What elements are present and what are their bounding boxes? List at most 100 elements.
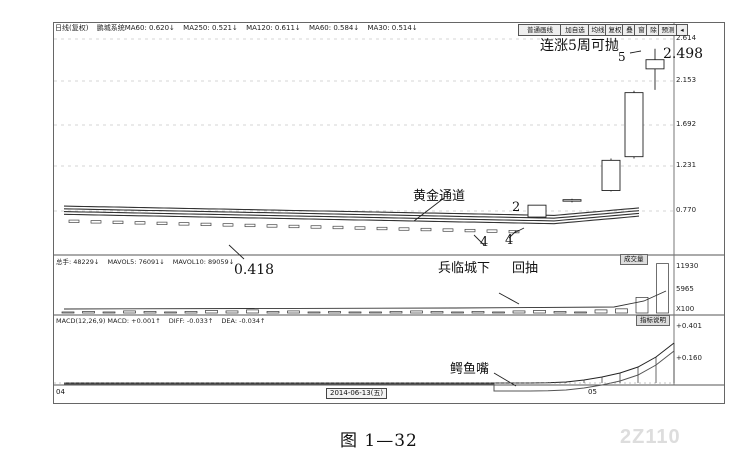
- volume-bar: [266, 311, 280, 314]
- speaker-icon[interactable]: ◂: [676, 24, 688, 36]
- annotation-2: 2: [512, 200, 521, 215]
- macd-item: DEA: -0.034↑: [221, 317, 266, 325]
- y-tick: 1.231: [676, 161, 697, 169]
- forecast-button[interactable]: 预测: [658, 24, 678, 36]
- small-candle: [442, 228, 454, 232]
- date-label: 2014-06-13(五): [326, 388, 388, 399]
- ma-item: MA120: 0.611↓: [246, 24, 301, 32]
- volume-bar: [451, 311, 464, 314]
- small-candle: [354, 226, 366, 230]
- volume-bar: [410, 310, 423, 314]
- draw-line-button[interactable]: 普通画线: [518, 24, 562, 36]
- small-candle: [244, 223, 256, 228]
- small-candle: [156, 221, 168, 225]
- annotation-sell: 连涨5周可抛: [540, 38, 619, 54]
- ma-line: [63, 208, 640, 219]
- volume-bar: [102, 311, 116, 314]
- y-tick: +0.160: [676, 354, 702, 362]
- small-candle: [376, 226, 388, 231]
- macd-tag[interactable]: 指标说明: [636, 315, 670, 326]
- volume-bar: [594, 309, 608, 314]
- chart-title: 日线(复权): [55, 24, 89, 32]
- vol-item: MAVOL5: 76091↓: [107, 258, 165, 266]
- annotation-4a: 4: [480, 235, 489, 250]
- macd-item: MACD(12,26,9) MACD: +0.001↑: [56, 317, 161, 325]
- candle-body: [562, 199, 582, 202]
- y-tick: 0.770: [676, 206, 697, 214]
- small-candle: [178, 222, 190, 226]
- ma-item: MA60: 0.584↓: [309, 24, 360, 32]
- volume-bar: [471, 311, 485, 314]
- volume-bar: [205, 310, 218, 314]
- volume-bar: [389, 311, 403, 314]
- small-candle: [200, 222, 212, 227]
- candle-body: [645, 59, 665, 70]
- volume-legend: 总手: 48229↓ MAVOL5: 76091↓ MAVOL10: 89059…: [56, 256, 240, 266]
- volume-tag[interactable]: 成交量: [620, 254, 648, 265]
- volume-bar: [184, 311, 198, 314]
- annotation-low: 0.418: [234, 262, 275, 278]
- watermark: 2Z110: [620, 426, 681, 448]
- annotation-arrow: [228, 244, 245, 260]
- volume-bar: [656, 263, 669, 314]
- small-candle: [420, 227, 432, 232]
- x-tick: 05: [588, 388, 597, 396]
- ma-item: 鹏城系统MA60: 0.620↓: [96, 24, 175, 32]
- volume-bar: [61, 311, 75, 314]
- volume-bar: [533, 310, 546, 314]
- candle-body: [624, 92, 644, 158]
- volume-bar: [369, 311, 382, 314]
- volume-bar: [430, 311, 444, 314]
- volume-bar: [143, 311, 157, 314]
- ma-legend: 日线(复权) 鹏城系统MA60: 0.620↓ MA250: 0.521↓ MA…: [55, 23, 424, 33]
- x-tick: 04: [56, 388, 65, 396]
- volume-bar: [574, 311, 587, 314]
- annotation-croc: 鳄鱼嘴: [450, 362, 490, 377]
- small-candle: [112, 220, 124, 224]
- volume-bar: [553, 311, 567, 314]
- macd-item: DIFF: -0.033↑: [168, 317, 214, 325]
- y-tick: 5965: [676, 285, 694, 293]
- macd-legend: MACD(12,26,9) MACD: +0.001↑ DIFF: -0.033…: [56, 317, 272, 325]
- chart-canvas: [54, 23, 724, 392]
- y-tick: 2.153: [676, 76, 697, 84]
- annotation-5: 5: [618, 50, 626, 64]
- candle-body: [601, 159, 621, 191]
- annotation-arrow: [493, 372, 517, 387]
- small-candle: [486, 229, 498, 233]
- volume-bar: [164, 311, 177, 314]
- volume-bar: [307, 311, 321, 314]
- adjust-button[interactable]: 复权: [605, 24, 625, 36]
- ma-line: [63, 213, 640, 225]
- small-candle: [68, 219, 80, 223]
- volume-bar: [246, 309, 259, 314]
- volume-bar: [615, 308, 628, 314]
- chart-frame: [53, 22, 725, 404]
- volume-bar: [512, 310, 526, 314]
- y-tick: X100: [676, 305, 695, 313]
- vol-item: 总手: 48229↓: [56, 258, 100, 266]
- small-candle: [134, 221, 146, 225]
- annotation-gold: 黄金通道: [413, 189, 466, 204]
- ma-line: [63, 211, 640, 222]
- ma-item: MA250: 0.521↓: [183, 24, 238, 32]
- small-candle: [464, 228, 476, 233]
- volume-bar: [328, 311, 341, 314]
- annotation-arrow: [629, 50, 642, 54]
- annotation-soldier: 兵临城下: [438, 261, 491, 276]
- ma-item: MA30: 0.514↓: [367, 24, 418, 32]
- annotation-arrow: [413, 197, 445, 222]
- y-tick: +0.401: [676, 322, 702, 330]
- annotation-arrow: [513, 227, 525, 234]
- volume-bar: [123, 310, 136, 314]
- figure-caption: 图 1—32: [340, 431, 418, 451]
- vol-item: MAVOL10: 89059↓: [172, 258, 235, 266]
- annotation-arrow: [473, 234, 485, 246]
- volume-ma-line: [63, 290, 667, 310]
- volume-bar: [287, 310, 300, 314]
- annotation-arrow: [508, 230, 517, 239]
- y-tick: 2.614: [676, 34, 697, 42]
- volume-bar: [225, 310, 239, 314]
- small-candle: [332, 225, 344, 230]
- volume-bar: [492, 311, 505, 314]
